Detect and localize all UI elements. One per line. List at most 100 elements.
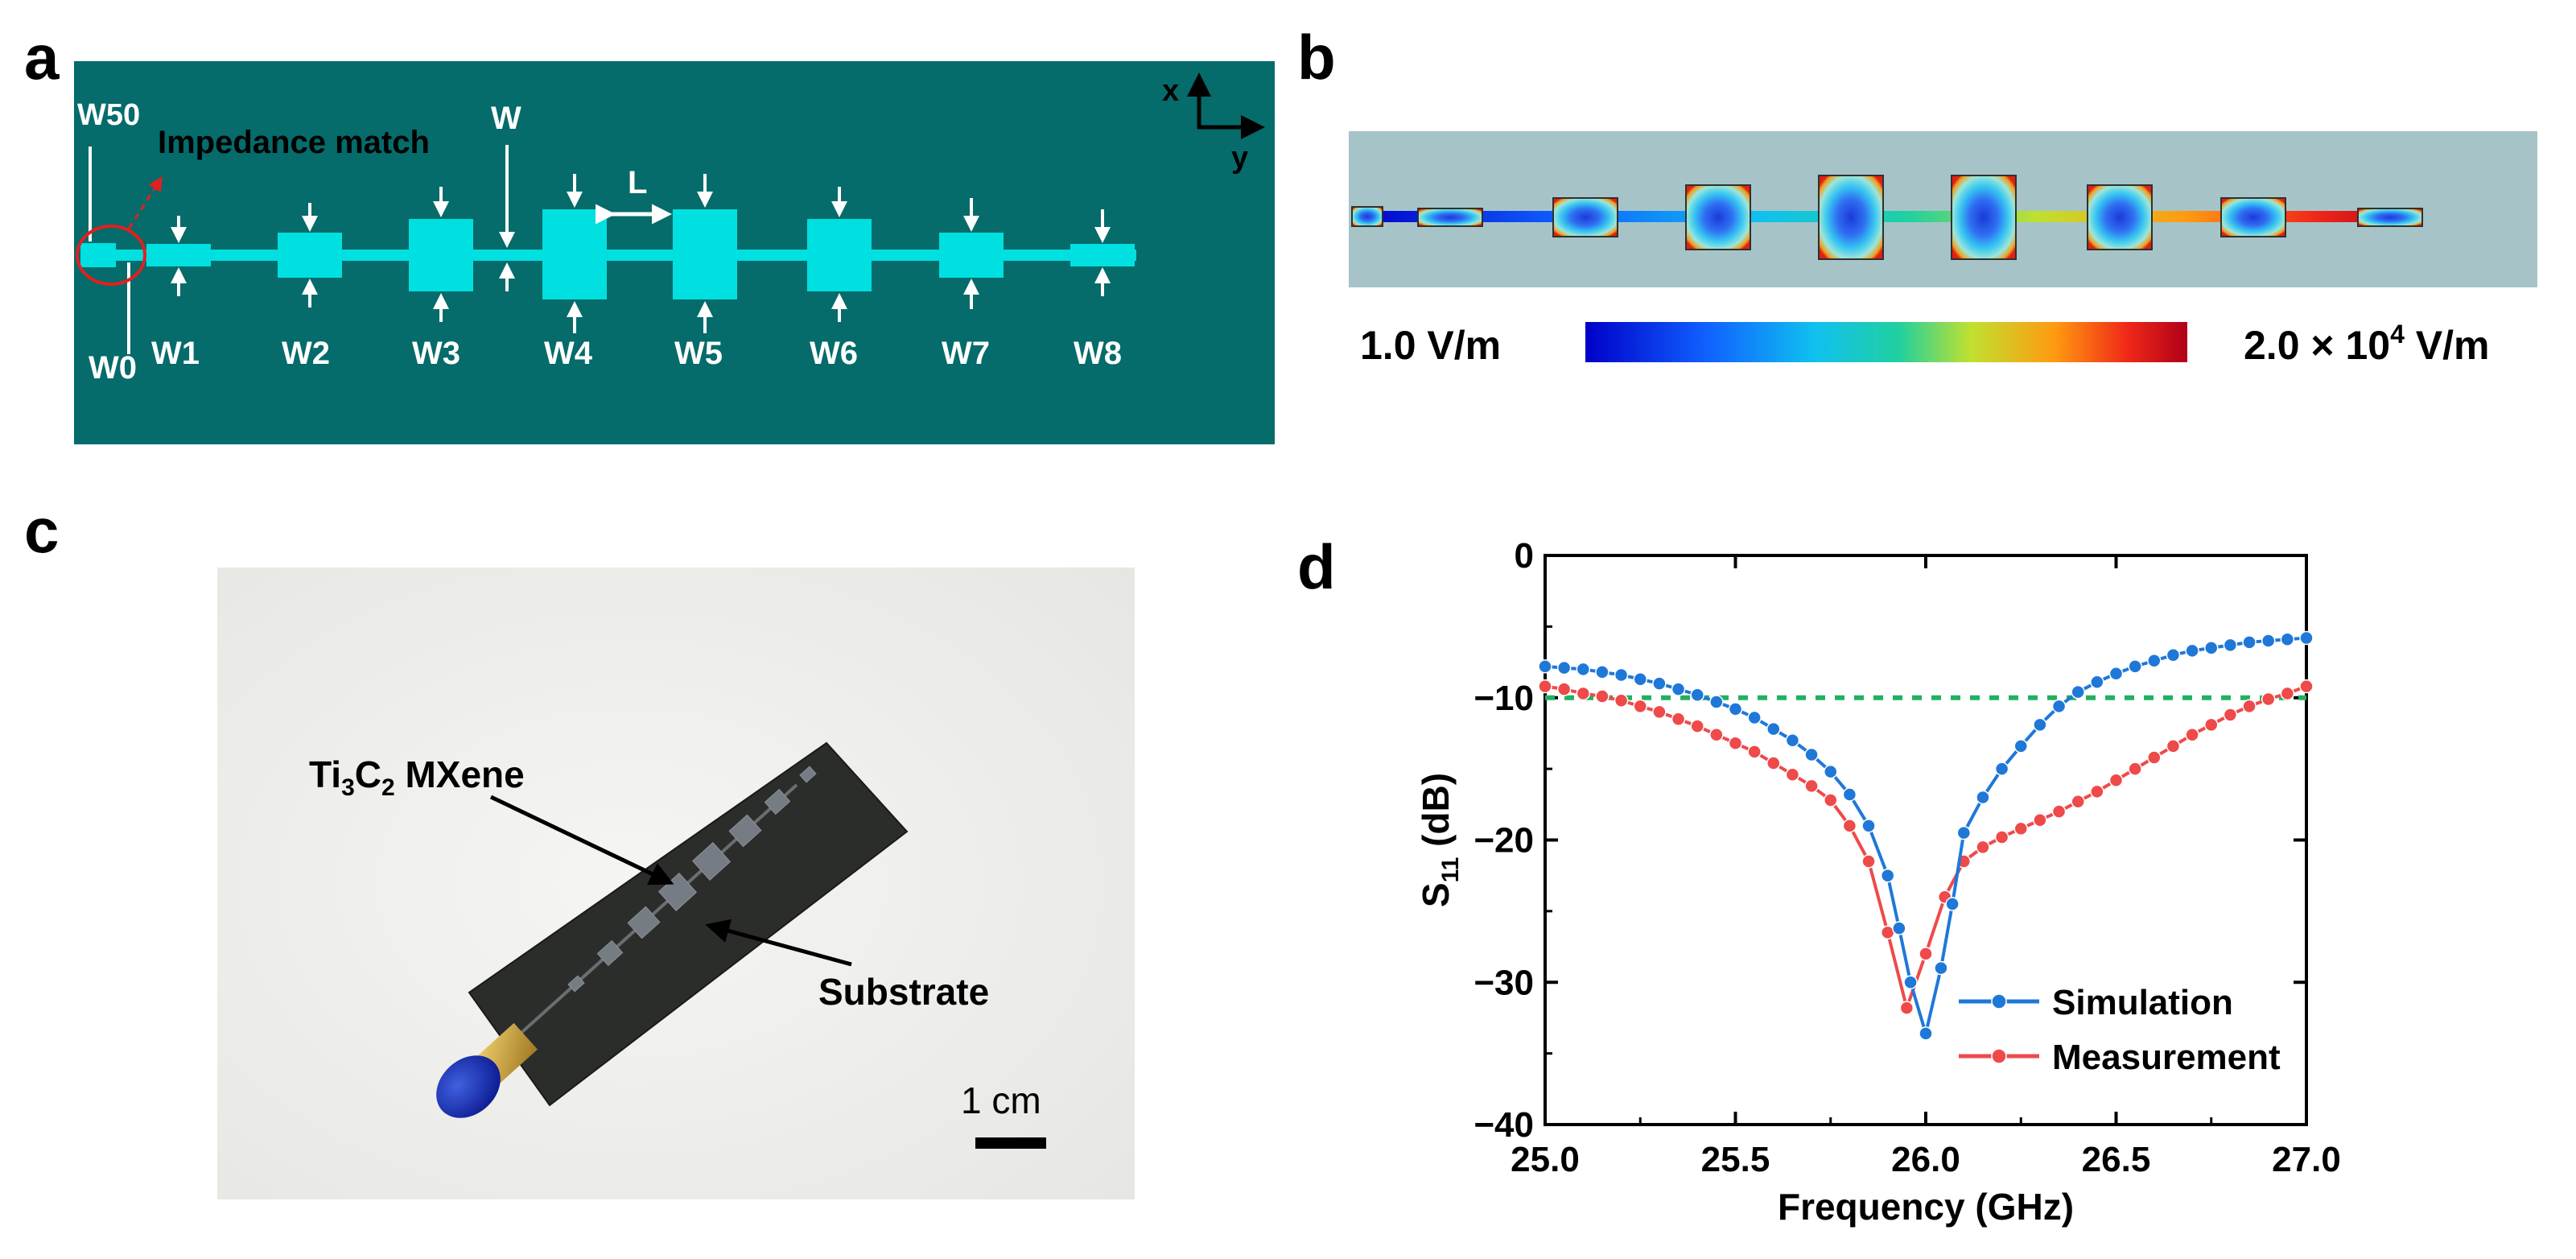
data-point-simulation bbox=[1728, 702, 1743, 716]
data-point-simulation bbox=[1785, 733, 1800, 748]
data-point-simulation bbox=[1892, 921, 1906, 935]
x-tick-label: 25.0 bbox=[1511, 1140, 1580, 1179]
data-point-measurement bbox=[1690, 719, 1704, 733]
data-point-measurement bbox=[1824, 793, 1838, 807]
data-point-measurement bbox=[2013, 821, 2028, 836]
label-axis-x: x bbox=[1162, 74, 1179, 108]
data-point-measurement bbox=[1785, 767, 1800, 782]
data-point-measurement bbox=[1919, 947, 1933, 961]
scale-bar bbox=[975, 1137, 1046, 1149]
data-point-measurement bbox=[1976, 840, 1990, 855]
label-mxene-sub3: 3 bbox=[341, 774, 355, 801]
data-point-simulation bbox=[1538, 659, 1552, 674]
label-mxene-rest: MXene bbox=[395, 753, 525, 795]
field-patch-4 bbox=[1818, 175, 1884, 260]
stub-w2 bbox=[278, 233, 342, 278]
data-point-measurement bbox=[1766, 756, 1781, 770]
photo-patch-6 bbox=[728, 814, 762, 848]
data-point-simulation bbox=[2242, 635, 2257, 650]
field-patches bbox=[1351, 175, 2423, 260]
data-point-simulation bbox=[2261, 634, 2276, 648]
panel-letter-c: c bbox=[24, 495, 60, 566]
data-point-measurement bbox=[1538, 679, 1552, 694]
y-tick-label: 0 bbox=[1515, 536, 1534, 576]
data-point-simulation bbox=[2147, 654, 2162, 668]
data-point-measurement bbox=[1556, 682, 1572, 696]
label-w8: W8 bbox=[1074, 336, 1122, 371]
field-trace bbox=[1352, 211, 2422, 222]
data-point-measurement bbox=[2280, 686, 2295, 701]
data-point-measurement bbox=[1576, 686, 1591, 701]
label-mxene-c: C bbox=[355, 753, 381, 795]
label-mxene: Ti3C2 MXene bbox=[309, 753, 525, 801]
data-point-measurement bbox=[1728, 736, 1743, 751]
label-w50: W50 bbox=[77, 98, 140, 132]
transition-w0 bbox=[116, 250, 146, 261]
data-point-simulation bbox=[1556, 660, 1572, 675]
field-patch-7 bbox=[2220, 197, 2286, 237]
mxene-pointer bbox=[489, 795, 674, 885]
label-w6: W6 bbox=[810, 336, 858, 371]
data-point-simulation bbox=[1652, 676, 1667, 691]
colorbar-max-label: 2.0 × 104 V/m bbox=[2244, 320, 2490, 368]
photo-patch-8 bbox=[799, 766, 817, 783]
data-point-simulation bbox=[1595, 665, 1609, 679]
data-point-simulation bbox=[2090, 675, 2104, 690]
data-point-simulation bbox=[1709, 695, 1724, 709]
label-w2: W2 bbox=[282, 336, 330, 371]
stub-w3 bbox=[409, 219, 473, 291]
y-axis-label: S11 (dB) bbox=[1415, 773, 1464, 907]
data-point-measurement bbox=[2166, 739, 2181, 753]
field-patch-8 bbox=[2357, 208, 2423, 227]
data-point-measurement bbox=[2033, 813, 2047, 828]
data-point-measurement bbox=[2108, 773, 2124, 788]
photo-substrate bbox=[468, 741, 909, 1107]
x-tick-label: 26.5 bbox=[2082, 1140, 2151, 1179]
data-point-simulation bbox=[1747, 710, 1762, 725]
data-point-simulation bbox=[2013, 739, 2028, 753]
label-w5: W5 bbox=[674, 336, 723, 371]
data-point-measurement bbox=[2147, 750, 2162, 765]
main-trace bbox=[146, 250, 1136, 261]
data-point-simulation bbox=[2108, 666, 2124, 681]
data-point-simulation bbox=[1842, 787, 1857, 802]
photo-patches bbox=[567, 766, 817, 993]
data-point-measurement bbox=[1842, 819, 1857, 833]
stub-w1 bbox=[146, 244, 211, 266]
photo-connector-cap bbox=[436, 1055, 501, 1118]
y-tick-label: −30 bbox=[1473, 963, 1534, 1002]
photo-patch-3 bbox=[627, 906, 661, 939]
data-point-simulation bbox=[2033, 717, 2047, 733]
data-point-simulation bbox=[1633, 672, 1647, 687]
x-tick-label: 26.0 bbox=[1891, 1140, 1960, 1179]
colorbar-min-label: 1.0 V/m bbox=[1360, 323, 1501, 368]
data-point-measurement bbox=[1994, 830, 2009, 844]
legend-label-measurement: Measurement bbox=[2052, 1038, 2281, 1077]
data-point-simulation bbox=[1824, 764, 1838, 779]
impedance-match-pointer bbox=[127, 175, 163, 229]
feed-line-w50 bbox=[80, 243, 116, 267]
data-point-measurement bbox=[2090, 784, 2104, 799]
substrate-pointer bbox=[705, 918, 852, 967]
data-point-simulation bbox=[1690, 687, 1704, 702]
label-l: L bbox=[628, 165, 647, 200]
impedance-match-circle bbox=[76, 225, 146, 286]
stub-w8 bbox=[1070, 244, 1135, 266]
photo-patch-7 bbox=[764, 788, 791, 815]
data-point-measurement bbox=[1595, 689, 1609, 704]
data-point-measurement bbox=[2128, 762, 2142, 776]
label-mxene-sub2: 2 bbox=[381, 774, 395, 801]
colorbar-max-base: 2.0 × 10 bbox=[2244, 323, 2390, 368]
data-point-measurement bbox=[1861, 854, 1876, 869]
data-point-simulation bbox=[1994, 762, 2009, 776]
microstrip-line bbox=[80, 209, 1136, 299]
data-point-simulation bbox=[1945, 897, 1960, 911]
data-point-simulation bbox=[1766, 721, 1781, 737]
label-w: W bbox=[491, 101, 521, 136]
colorbar-max-exp: 4 bbox=[2390, 320, 2405, 349]
data-point-simulation bbox=[2185, 643, 2199, 658]
data-point-simulation bbox=[1861, 819, 1876, 833]
field-patch-5 bbox=[1951, 175, 2017, 260]
data-point-measurement bbox=[1804, 778, 1819, 794]
